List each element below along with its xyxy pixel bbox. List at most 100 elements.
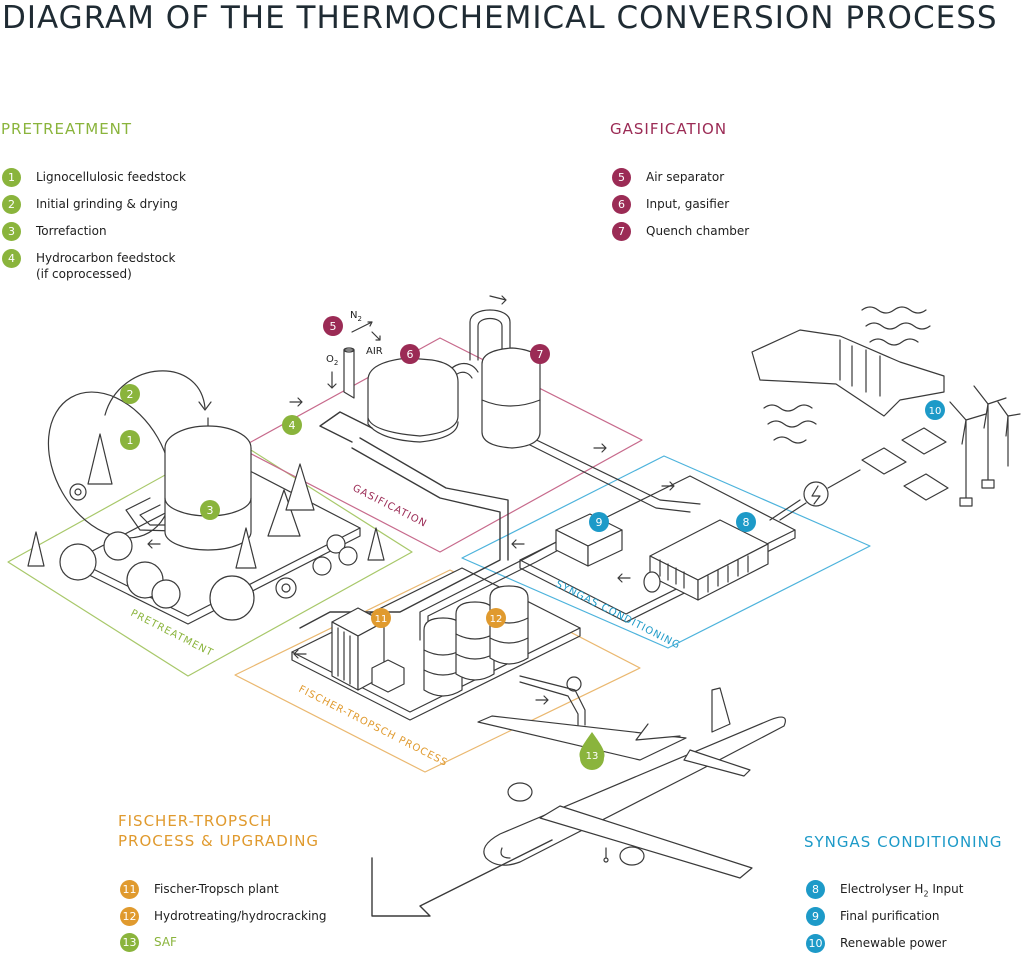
ft-plant-grille — [337, 627, 351, 685]
legend-label-sub: 2 — [923, 889, 929, 899]
flow-arrow — [511, 539, 525, 549]
wind-turbine — [997, 401, 1021, 467]
legend-item-4: 4 Hydrocarbon feedstock (if coprocessed) — [2, 249, 175, 282]
marker-1 — [120, 430, 140, 450]
marker-9-label: 9 — [596, 516, 603, 529]
marker-6-label: 6 — [407, 348, 414, 361]
legend-item-2: 2 Initial grinding & drying — [2, 195, 178, 214]
legend-label-after: Input — [928, 882, 964, 896]
pretreatment-zone-outline — [7, 437, 413, 677]
tree — [235, 527, 257, 569]
bush — [59, 543, 97, 581]
marker-2 — [120, 384, 140, 404]
legend-item-7: 7 Quench chamber — [612, 222, 749, 241]
marker-12 — [486, 608, 506, 628]
legend-label-text: Electrolyser H — [840, 882, 924, 896]
pretreatment-heading: PRETREATMENT — [1, 120, 133, 138]
log — [326, 534, 346, 554]
feedstock-tree — [87, 433, 113, 485]
tree — [27, 531, 45, 567]
n2-label-sub: 2 — [357, 315, 361, 323]
water-waves — [763, 306, 931, 444]
legend-item-1: 1 Lignocellulosic feedstock — [2, 168, 186, 187]
legend-label: Air separator — [646, 170, 725, 184]
syngas-tank — [643, 571, 661, 593]
bush — [209, 575, 255, 621]
legend-label: Torrefaction — [36, 224, 107, 238]
flow-arrow — [593, 443, 607, 453]
wind-turbine — [973, 385, 1007, 489]
main-pipe — [299, 411, 509, 629]
feedstock-log — [69, 483, 87, 501]
flow-arrow — [293, 649, 307, 659]
power-line — [769, 499, 807, 521]
marker-4 — [282, 415, 302, 435]
log — [338, 546, 358, 566]
air-inlet-pipe — [343, 349, 355, 399]
tree — [267, 489, 301, 537]
pipe-ft-outlet — [519, 675, 586, 726]
tree — [285, 463, 315, 511]
legend-label: Fischer-Tropsch plant — [154, 882, 279, 896]
tree — [367, 527, 385, 561]
flight-arrow — [371, 839, 553, 917]
pipe-quench-to-syngas — [519, 431, 701, 513]
hydrotreating-tanks — [423, 585, 529, 697]
aircraft — [477, 687, 786, 879]
syngas-zone-outline — [461, 455, 871, 649]
syngas-platform-edge — [519, 529, 796, 623]
diagram-markers: 1 2 3 4 5 6 7 8 9 10 11 12 — [120, 316, 945, 628]
legend-item-3: 3 Torrefaction — [2, 222, 107, 241]
page-title: DIAGRAM OF THE THERMOCHEMICAL CONVERSION… — [2, 0, 998, 36]
marker-11 — [371, 608, 391, 628]
legend-label: Electrolyser H2 Input — [840, 880, 963, 902]
marker-6-badge: 6 — [612, 195, 631, 214]
legend-label: Hydrocarbon feedstock (if coprocessed) — [36, 249, 175, 282]
marker-11-badge: 11 — [120, 880, 139, 899]
marker-6 — [400, 344, 420, 364]
marker-2-badge: 2 — [2, 195, 21, 214]
marker-8-badge: 8 — [806, 880, 825, 899]
marker-10 — [925, 400, 945, 420]
flow-arrow — [289, 397, 303, 407]
marker-8-label: 8 — [743, 516, 750, 529]
marker-5-badge: 5 — [612, 168, 631, 187]
legend-label: Renewable power — [840, 936, 947, 950]
feedstock-arrow — [104, 370, 206, 416]
gasifier-body — [367, 357, 459, 437]
legend-label: Quench chamber — [646, 224, 750, 238]
power-symbol — [803, 481, 829, 507]
feedstock-loop — [47, 391, 173, 539]
marker-10-badge: 10 — [806, 934, 825, 953]
flow-arrow — [535, 695, 549, 705]
solar-panel — [903, 473, 949, 501]
marker-11-label: 11 — [375, 614, 388, 625]
legend-label-line2: (if coprocessed) — [36, 267, 132, 281]
log-core — [281, 583, 291, 593]
marker-10-label: 10 — [929, 406, 942, 417]
marker-9-badge: 9 — [806, 907, 825, 926]
marker-3 — [200, 500, 220, 520]
legend-label: Final purification — [840, 909, 940, 923]
electrolyser-side — [697, 543, 769, 601]
marker-12-badge: 12 — [120, 907, 139, 926]
fischer-heading-line2: PROCESS & UPGRADING — [118, 832, 320, 850]
power-line-2 — [827, 469, 861, 489]
marker-13-badge: 13 — [120, 933, 139, 952]
o2-arrow — [327, 371, 337, 389]
feedstock-arrowhead — [198, 401, 212, 411]
marker-7 — [530, 344, 550, 364]
quench-band — [481, 399, 541, 407]
legend-label-line1: Hydrocarbon feedstock — [36, 251, 176, 265]
air-arrow — [371, 331, 381, 341]
wind-turbine — [949, 401, 987, 507]
legend-item-9: 9 Final purification — [806, 907, 939, 926]
marker-8 — [736, 512, 756, 532]
fischer-platform-edge — [291, 627, 581, 721]
bush — [103, 531, 133, 561]
n2-label-main: N — [350, 310, 357, 321]
gasifier-base — [367, 417, 459, 443]
marker-2-label: 2 — [127, 388, 134, 401]
zone-label-gasification: GASIFICATION — [351, 483, 429, 530]
